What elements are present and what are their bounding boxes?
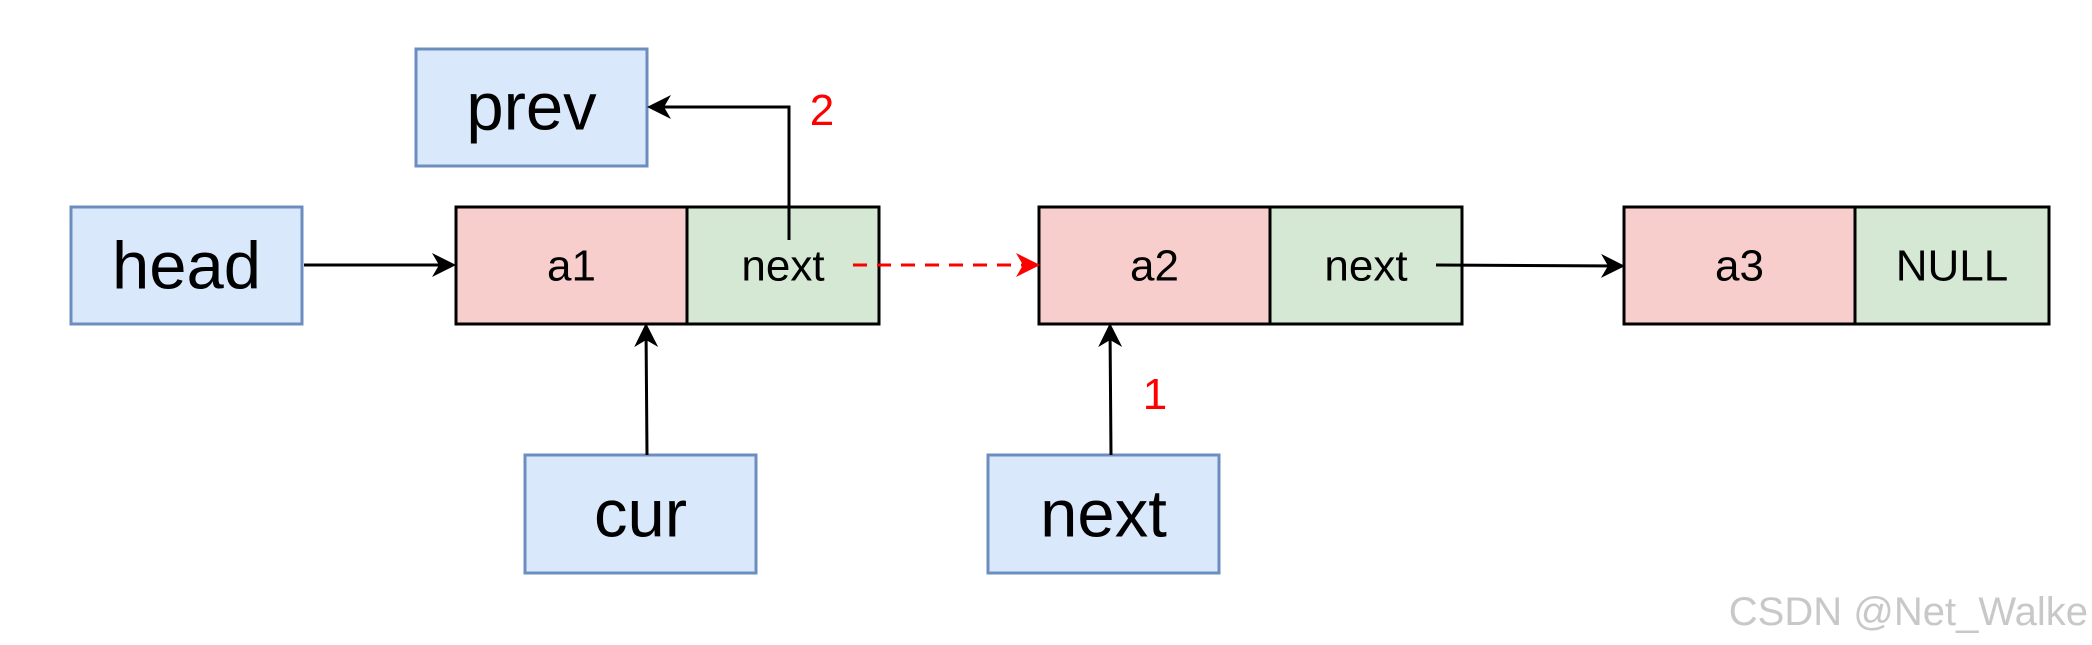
node-a1-data-label: a1 <box>547 242 596 291</box>
node-a2-next-cell <box>1268 205 1464 326</box>
arrow-next-to-a2 <box>1098 323 1123 456</box>
arrow-cur-to-a1 <box>634 323 659 456</box>
pointer-prev-label: prev <box>466 70 597 145</box>
arrow-a1-next-to-prev <box>647 95 791 240</box>
pointer-prev-box <box>414 47 649 168</box>
pointer-next-box <box>986 453 1221 575</box>
pointer-cur-label: cur <box>594 477 687 552</box>
node-a2: a2 next <box>1037 205 1464 326</box>
node-a3-data-label: a3 <box>1715 242 1764 291</box>
node-a2-data-label: a2 <box>1130 242 1179 291</box>
node-a3: a3 NULL <box>1622 205 2051 326</box>
pointer-head-label: head <box>112 229 261 304</box>
step-label-2: 2 <box>810 86 834 135</box>
watermark: CSDN @Net_Walke <box>1729 590 2088 634</box>
pointer-cur: cur <box>523 453 758 575</box>
pointer-head: head <box>69 205 304 326</box>
node-a3-null-label: NULL <box>1896 242 2009 291</box>
pointer-head-box <box>69 205 304 326</box>
node-a1-next-label: next <box>741 242 824 291</box>
pointer-next: next <box>986 453 1221 575</box>
pointer-next-label: next <box>1040 477 1167 552</box>
pointer-cur-box <box>523 453 758 575</box>
step-label-1: 1 <box>1143 370 1167 419</box>
arrow-a2-to-a3 <box>1435 253 1625 278</box>
node-a2-data-cell <box>1037 205 1272 326</box>
node-a1-data-cell <box>454 205 689 326</box>
node-a1: a1 next <box>454 205 881 326</box>
node-a2-next-label: next <box>1324 242 1407 291</box>
node-a3-null-cell <box>1853 205 2051 326</box>
pointer-prev: prev <box>414 47 649 168</box>
node-a1-next-cell <box>685 205 881 326</box>
